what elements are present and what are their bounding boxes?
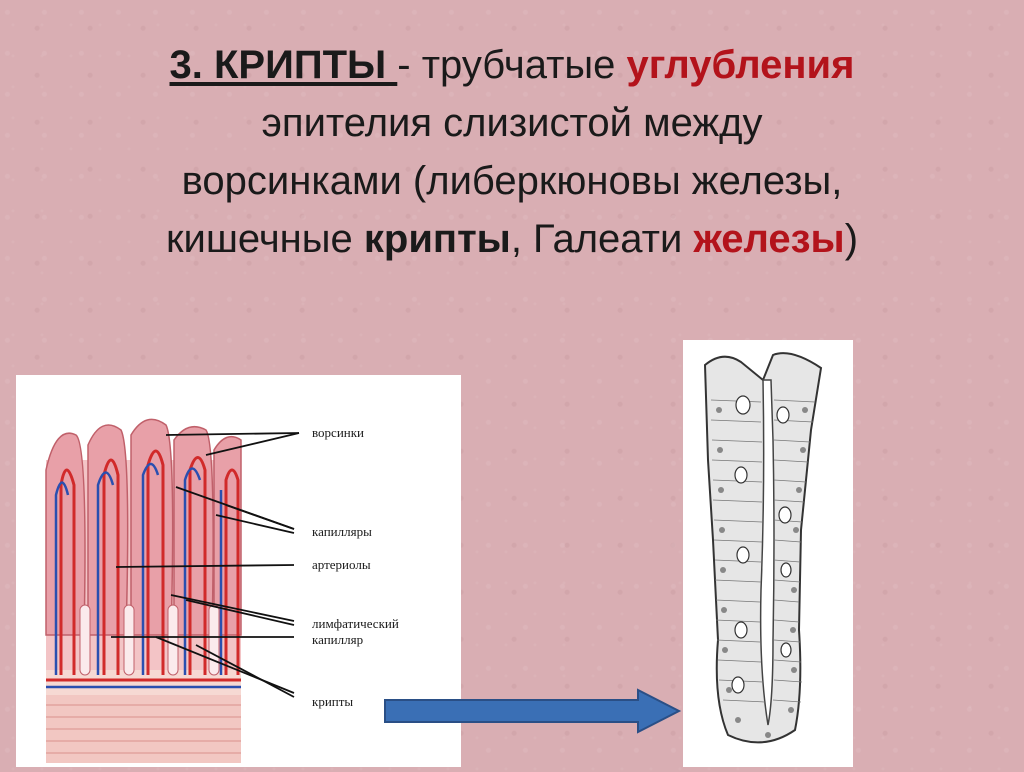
- title-line-4e: ): [845, 217, 858, 261]
- label-crypts: крипты: [312, 695, 353, 709]
- title-highlight-glands: железы: [693, 217, 844, 261]
- title-line-2: эпителия слизистой между: [262, 101, 763, 145]
- title-line-4a: кишечные: [166, 217, 364, 261]
- title-text-1: - трубчатые: [397, 43, 626, 87]
- label-lymphatic-2: капилляр: [312, 633, 363, 647]
- crypt-illustration: [683, 340, 853, 767]
- title-line-4c: , Галеати: [511, 217, 694, 261]
- label-arterioles: артериолы: [312, 558, 371, 572]
- crypt-histology-drawing: [683, 340, 853, 767]
- title-crypts-heading: 3. КРИПТЫ: [170, 43, 398, 87]
- slide-title: 3. КРИПТЫ - трубчатые углубления эпители…: [20, 36, 1004, 268]
- label-lymphatic-1: лимфатический: [312, 617, 399, 631]
- title-line-3: ворсинками (либеркюновы железы,: [182, 159, 843, 203]
- label-capillaries: капилляры: [312, 525, 372, 539]
- title-highlight-crypts: крипты: [364, 217, 511, 261]
- title-highlight-depressions: углубления: [627, 43, 855, 87]
- label-villi: ворсинки: [312, 426, 364, 440]
- arrow-right-icon: [383, 688, 683, 734]
